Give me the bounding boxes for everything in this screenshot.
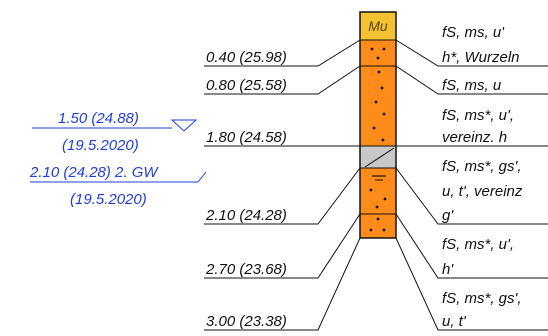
soil-description-line: fS, ms, u' xyxy=(442,24,505,41)
groundwater-date-2: (19.5.2020) xyxy=(70,191,147,208)
soil-description-line: fS, ms*, gs', xyxy=(442,290,522,307)
water-bearing-layer xyxy=(360,146,396,168)
water-layer-diagonal xyxy=(364,147,395,168)
soil-description-line: h*, Wurzeln xyxy=(442,49,520,66)
description-leaders xyxy=(395,39,548,331)
soil-description-line: u, t', vereinz xyxy=(442,183,523,200)
column-top-label: Mu xyxy=(368,18,388,34)
depth-leaders xyxy=(204,39,361,331)
groundwater-level-1: 1.50 (24.88) xyxy=(58,110,139,127)
topsoil-layer xyxy=(360,12,396,40)
soil-description-line: fS, ms*, u', xyxy=(442,236,514,253)
groundwater-level-2: 2.10 (24.28) 2. GW xyxy=(29,164,159,181)
depth-label: 0.80 (25.58) xyxy=(206,77,287,94)
groundwater-marks xyxy=(30,119,207,183)
depth-label: 2.10 (24.28) xyxy=(205,207,287,224)
soil-description-line: fS, ms, u xyxy=(442,77,502,94)
depth-label: 0.40 (25.98) xyxy=(206,49,287,66)
soil-description-line: vereinz. h xyxy=(442,129,507,146)
boring-column xyxy=(359,11,397,239)
soil-description-line: fS, ms*, gs', xyxy=(442,158,522,175)
sand-dots xyxy=(369,47,387,232)
soil-description-line: fS, ms*, u', xyxy=(442,107,514,124)
soil-description-line: h' xyxy=(442,261,454,278)
soil-description-line: g' xyxy=(442,207,454,224)
groundwater-date-1: (19.5.2020) xyxy=(62,137,139,154)
sand-layer-lower xyxy=(360,168,396,238)
depth-label: 1.80 (24.58) xyxy=(206,129,287,146)
sand-layer-upper xyxy=(360,40,396,146)
depth-label: 3.00 (23.38) xyxy=(206,313,287,330)
soil-description-line: u, t' xyxy=(442,313,467,330)
depth-label: 2.70 (23.68) xyxy=(205,261,287,278)
